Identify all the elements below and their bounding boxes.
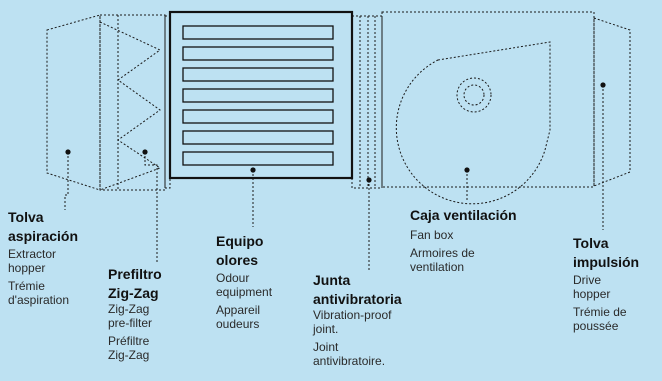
label-english: Zig-Zag pre-filter [108, 302, 153, 330]
label-title: Prefiltro [108, 266, 162, 282]
extractor-hopper-shape [46, 14, 101, 191]
label-junta-antivibratoria: Junta antivibratoria Vibration-proof joi… [313, 272, 423, 368]
fan-scroll [395, 41, 551, 205]
label-french: Préfiltre Zig-Zag [108, 333, 150, 362]
label-prefiltro: Prefiltro Zig-Zag Zig-Zag pre-filter Pré… [108, 266, 188, 362]
dot-junta [366, 177, 372, 183]
label-french: Trémie d'aspiration [8, 278, 69, 307]
leader-tolva-asp [64, 152, 69, 210]
label-title: Tolva [573, 235, 609, 251]
fan-box-shape [381, 11, 595, 188]
label-french: Joint antivibratoire. [313, 339, 386, 368]
flex-joint-shape [351, 15, 383, 189]
label-title: Junta [313, 272, 351, 288]
dot-caja [464, 167, 470, 173]
dot-tolva-imp [600, 82, 606, 88]
label-tolva-impulsion: Tolva impulsión Drive hopper Trémie de p… [573, 235, 659, 333]
label-tolva-aspiracion: Tolva aspiración Extractor hopper Trémie… [8, 209, 88, 307]
label-french: Trémie de poussée [573, 304, 627, 333]
fan-impeller-outer [456, 77, 492, 113]
label-english: Vibration-proof joint. [313, 308, 392, 336]
prefilter-box [99, 14, 166, 191]
drive-hopper-shape [593, 17, 631, 187]
dot-tolva-asp [65, 149, 71, 155]
label-english: Drive hopper [573, 273, 611, 301]
fan-impeller-inner [463, 84, 485, 106]
odour-equipment-shape [168, 10, 354, 180]
label-title: Equipo [216, 233, 264, 249]
label-english: Fan box [410, 228, 454, 243]
label-french: Armoires de ventilation [410, 245, 475, 274]
dot-equipo [250, 167, 256, 173]
label-equipo-olores: Equipo olores Odour equipment Appareil o… [216, 233, 296, 331]
label-english: Odour equipment [216, 271, 273, 299]
label-title: antivibratoria [313, 291, 402, 308]
label-title: aspiración [8, 228, 79, 245]
label-title: olores [216, 252, 259, 269]
label-title: Caja ventilación [410, 207, 517, 223]
label-title: Tolva [8, 209, 44, 225]
dot-prefiltro [142, 149, 148, 155]
label-caja-ventilacion: Caja ventilación Fan box Armoires de ven… [410, 207, 550, 274]
label-french: Appareil oudeurs [216, 302, 261, 331]
prefilter-zigzag [99, 21, 162, 191]
label-title: Zig-Zag [108, 285, 159, 302]
leader-prefiltro [144, 152, 158, 262]
label-title: impulsión [573, 254, 640, 271]
label-english: Extractor hopper [8, 247, 57, 275]
